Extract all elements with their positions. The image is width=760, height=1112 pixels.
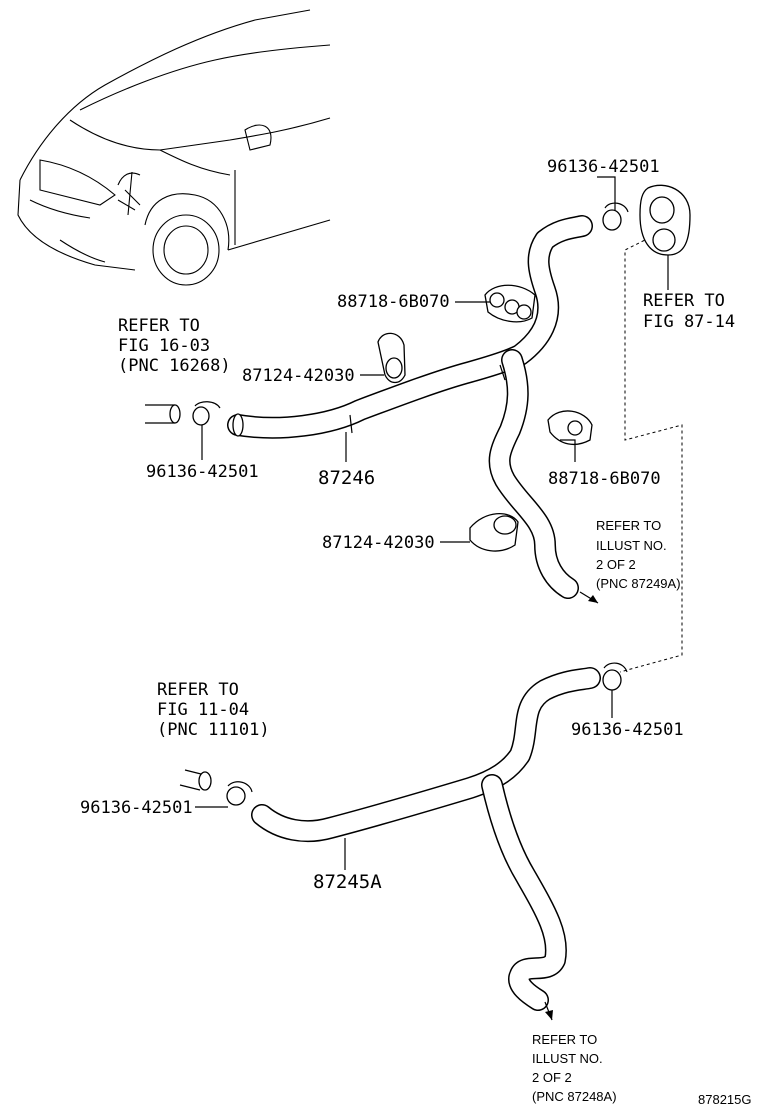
grommet-fig-87-14	[639, 184, 691, 256]
label-clip-lower: 88718-6B070	[548, 469, 661, 489]
clamp-96136-upper-left	[192, 401, 221, 426]
label-refer-fig-11-04-2: FIG 11-04	[157, 700, 249, 720]
label-hose-lower: 87245A	[313, 871, 382, 893]
label-clamp-left-upper: 96136-42501	[146, 462, 259, 482]
hose-87245A	[251, 667, 601, 1011]
clamp-87124-upper	[377, 332, 406, 384]
clip-88718-upper	[484, 284, 536, 323]
reference-dashed-line	[619, 234, 683, 673]
clamp-96136-lower-left	[226, 781, 253, 806]
clamp-87124-lower	[469, 513, 519, 552]
vehicle-illustration	[17, 9, 331, 286]
label-clip-upper: 88718-6B070	[337, 292, 450, 312]
label-clamp-right-lower: 96136-42501	[571, 720, 684, 740]
hose-87246	[227, 215, 593, 599]
clamp-96136-top	[602, 202, 629, 231]
label-hose-upper: 87246	[318, 467, 375, 489]
label-refer-fig-11-04-3: (PNC 11101)	[157, 720, 270, 740]
label-refer-fig-16-03-2: FIG 16-03	[118, 336, 210, 356]
label-clamp-87124-upper: 87124-42030	[242, 366, 355, 386]
clip-88718-lower	[547, 410, 593, 446]
label-clamp-87124-lower: 87124-42030	[322, 533, 435, 553]
label-refer-illust-upper-3: 2 OF 2	[596, 557, 636, 572]
pipe-stub-lower	[179, 769, 212, 791]
label-refer-fig-87-14-2: FIG 87-14	[643, 312, 735, 332]
label-refer-illust-lower-1: REFER TO	[532, 1032, 597, 1047]
label-refer-fig-16-03-3: (PNC 16268)	[118, 356, 231, 376]
label-refer-illust-upper-4: (PNC 87249A)	[596, 576, 681, 591]
label-refer-illust-lower-3: 2 OF 2	[532, 1070, 572, 1085]
clamp-96136-lower-right	[602, 662, 628, 691]
label-clamp-top: 96136-42501	[547, 157, 660, 177]
label-refer-fig-87-14-1: REFER TO	[643, 291, 725, 311]
label-refer-illust-upper-2: ILLUST NO.	[596, 538, 667, 553]
label-refer-illust-upper-1: REFER TO	[596, 518, 661, 533]
label-refer-fig-16-03-1: REFER TO	[118, 316, 200, 336]
pipe-stub-upper	[145, 404, 181, 424]
label-refer-illust-lower-4: (PNC 87248A)	[532, 1089, 617, 1104]
label-clamp-left-lower: 96136-42501	[80, 798, 193, 818]
label-refer-illust-lower-2: ILLUST NO.	[532, 1051, 603, 1066]
figure-code: 878215G	[698, 1092, 752, 1107]
label-refer-fig-11-04-1: REFER TO	[157, 680, 239, 700]
